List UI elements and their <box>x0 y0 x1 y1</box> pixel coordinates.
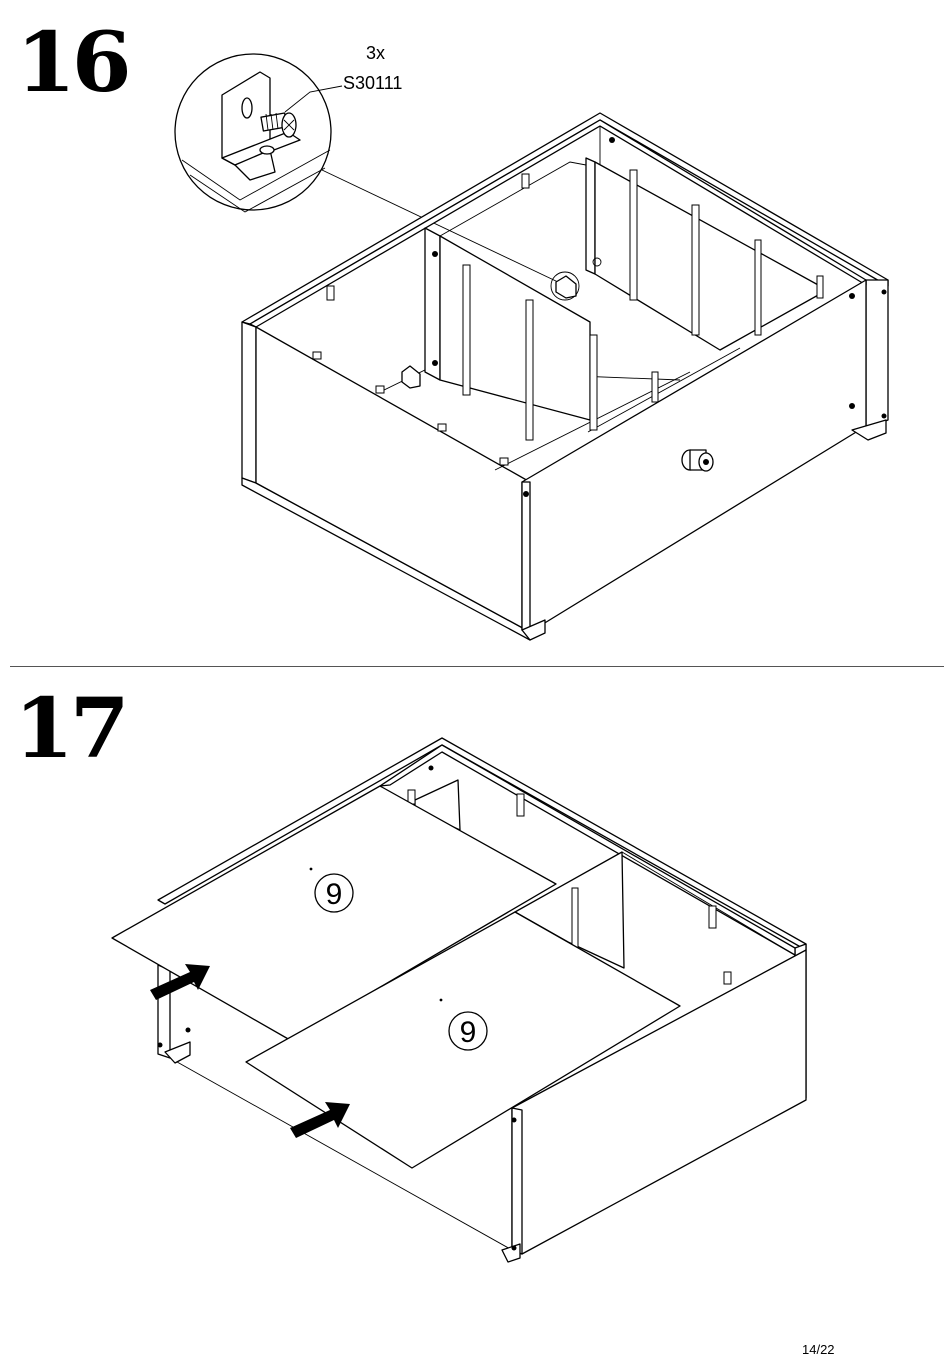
panel-label-right: 9 <box>460 1016 477 1049</box>
panel-label-left: 9 <box>326 878 343 911</box>
